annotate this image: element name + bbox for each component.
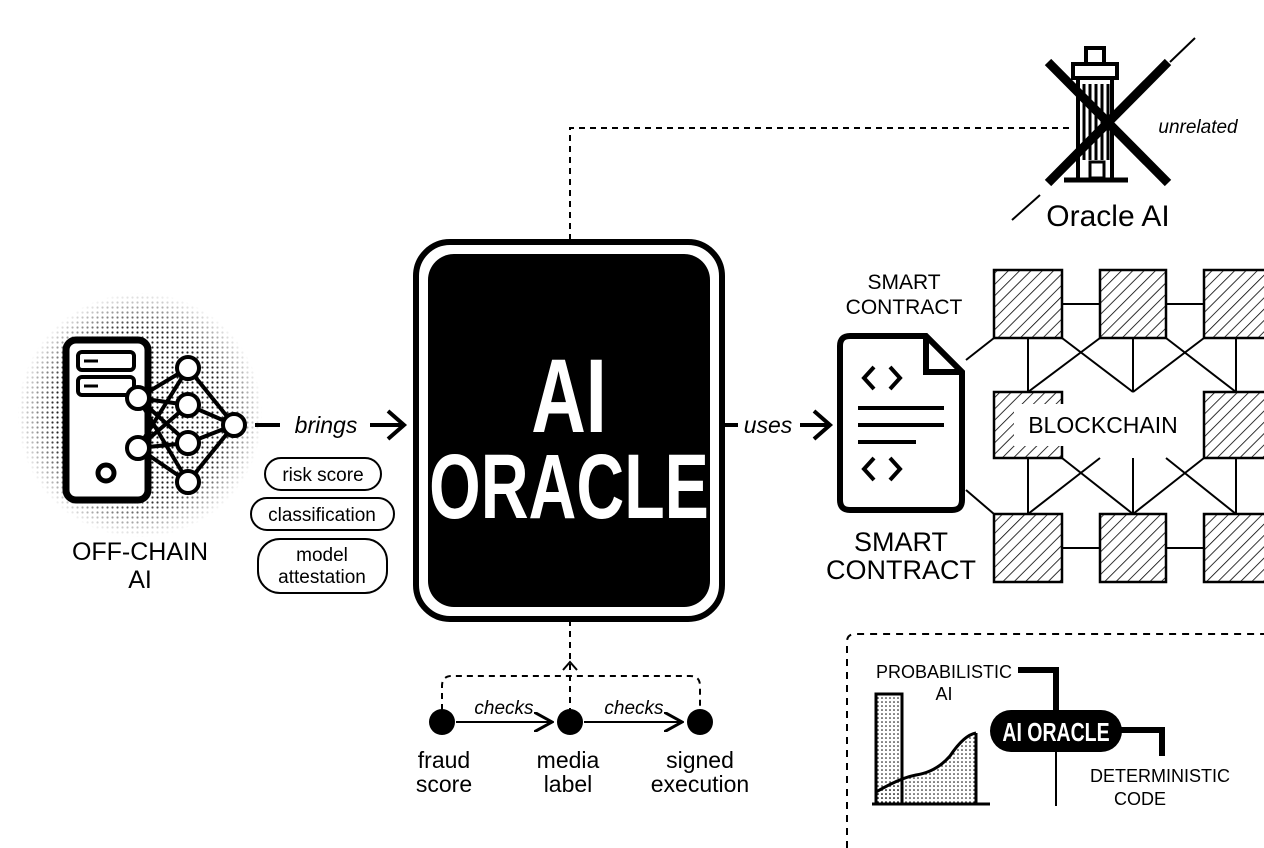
- neural-network-icon: [125, 355, 247, 495]
- pill-model: model: [296, 545, 348, 566]
- oracle-title-line2: ORACLE: [429, 434, 709, 537]
- checks-flow: checks checks fraud score media label si…: [416, 620, 749, 797]
- offchain-ai-group: OFF-CHAIN AI: [17, 292, 263, 594]
- deterministic-line2: CODE: [1114, 789, 1166, 809]
- strike-slash-upper: [1169, 37, 1196, 63]
- probabilistic-line1: PROBABILISTIC: [876, 662, 1012, 682]
- output-pills: risk score classification model attestat…: [250, 457, 395, 594]
- checks-label-1: checks: [474, 698, 534, 719]
- deterministic-line1: DETERMINISTIC: [1090, 766, 1230, 786]
- media-label-line2: label: [544, 771, 593, 797]
- node-fraud-score: [429, 709, 455, 735]
- blockchain-blocks: [992, 268, 1264, 584]
- smart-contract-bottom-line1: SMART: [854, 527, 948, 557]
- uses-label: uses: [744, 412, 793, 438]
- smart-contract-top-line2: CONTRACT: [846, 296, 963, 319]
- cross-line-2: [1044, 58, 1172, 187]
- checks-label-2: checks: [604, 698, 664, 719]
- uses-connector: uses: [724, 409, 834, 441]
- oracle-title-line1: AI: [531, 338, 607, 455]
- ai-oracle-box: AI ORACLE: [413, 239, 725, 622]
- probabilistic-line2: AI: [935, 684, 952, 704]
- oracle-ai-company-label: Oracle AI: [1046, 200, 1169, 233]
- server-icon: [62, 336, 152, 504]
- smart-contract-top-line1: SMART: [867, 271, 940, 294]
- smart-contract-group: SMART CONTRACT SMART CONTRACT: [826, 271, 976, 585]
- node-media-label: [557, 709, 583, 735]
- ai-oracle-pill-label: AI ORACLE: [1002, 717, 1109, 746]
- ai-oracle-pill: [990, 710, 1122, 752]
- signed-label-line2: execution: [651, 771, 749, 797]
- blockchain-label-bg: [1014, 404, 1192, 446]
- document-icon: [837, 333, 965, 513]
- node-signed-execution: [687, 709, 713, 735]
- media-label-line1: media: [537, 747, 600, 773]
- fraud-label-line1: fraud: [418, 747, 470, 773]
- brings-connector: brings: [255, 409, 408, 441]
- inset-panel: PROBABILISTIC AI AI ORACLE DETERMINISTIC…: [846, 633, 1264, 848]
- oracle-company-group: unrelated Oracle AI: [1011, 37, 1239, 233]
- unrelated-label: unrelated: [1158, 117, 1239, 138]
- probability-curve: [875, 731, 977, 794]
- blockchain-links: [965, 303, 1237, 549]
- offchain-label-line1: OFF-CHAIN: [72, 538, 208, 566]
- fraud-label-line2: score: [416, 771, 472, 797]
- pill-classification: classification: [268, 505, 376, 526]
- unrelated-dashed-connector: [569, 127, 1070, 240]
- signed-label-line1: signed: [666, 747, 734, 773]
- pill-attestation: attestation: [278, 567, 366, 588]
- pill-risk-score: risk score: [282, 465, 363, 486]
- brings-label: brings: [295, 412, 358, 438]
- blockchain-label: BLOCKCHAIN: [1028, 412, 1178, 438]
- probability-curve-fill: [876, 733, 976, 804]
- blockchain-group: BLOCKCHAIN: [965, 268, 1264, 584]
- strike-slash-lower: [1011, 194, 1041, 221]
- smart-contract-bottom-line2: CONTRACT: [826, 555, 976, 585]
- offchain-label-line2: AI: [128, 566, 152, 594]
